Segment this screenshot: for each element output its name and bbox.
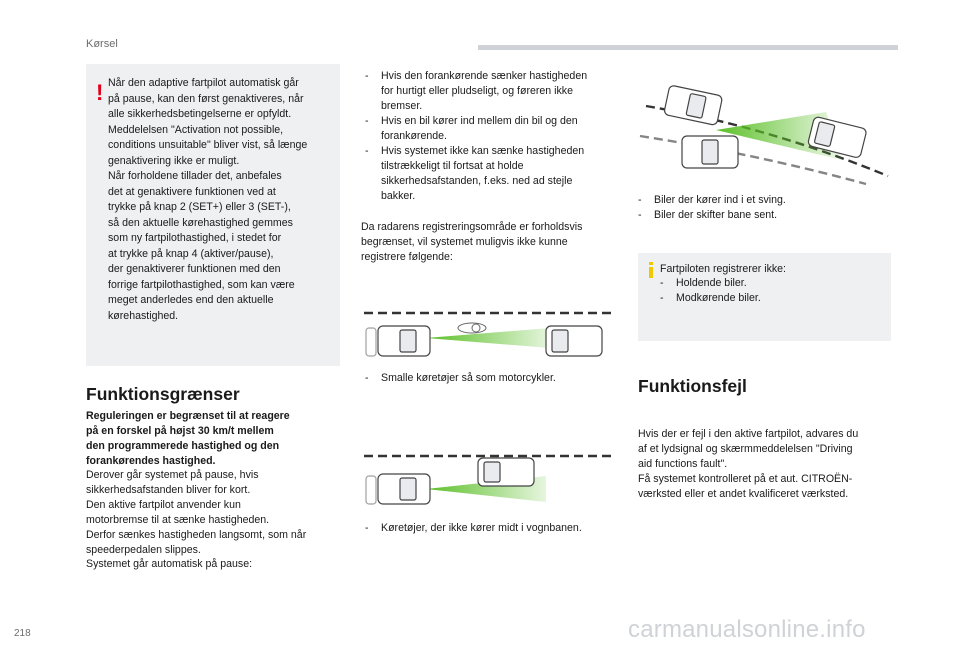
list-item: -Holdende biler. — [660, 277, 747, 289]
faults-heading: Funktionsfejl — [638, 376, 747, 396]
list-item: -Smalle køretøjer så som motorcykler. — [365, 372, 556, 384]
radar-text: Da radarens registreringsområde er forho… — [361, 221, 583, 263]
pause-cases-list: -Hvis den forankørende sænker hastighede… — [365, 69, 617, 204]
warning-note-box — [86, 64, 340, 366]
list-item: -Køretøjer, der ikke kører midt i vognba… — [365, 522, 582, 534]
list-item: -Hvis den forankørende sænker hastighede… — [365, 70, 588, 112]
list-item: -Biler der kører ind i et sving. — [638, 194, 786, 206]
limits-heading: Funktionsgrænser — [86, 384, 240, 404]
motorcycle-illustration — [364, 311, 612, 357]
limits-intro: Reguleringen er begrænset til at reagere… — [86, 410, 290, 467]
curve-lane-illustration — [639, 85, 889, 186]
list-item: -Hvis en bil kører ind mellem din bil og… — [365, 115, 578, 142]
offcenter-case: -Køretøjer, der ikke kører midt i vognba… — [365, 521, 617, 536]
curve-lane-cases: -Biler der kører ind i et sving. -Biler … — [638, 193, 890, 223]
limits-body: Derover går systemet på pause, hvis sikk… — [86, 469, 307, 571]
offcenter-illustration — [364, 454, 612, 505]
list-item: -Biler der skifter bane sent. — [638, 209, 778, 221]
motorcycle-icon — [457, 322, 487, 334]
page-number: 218 — [14, 628, 31, 639]
section-label: Kørsel — [86, 38, 118, 50]
warning-note-text: Når den adaptive fartpilot automatisk gå… — [108, 77, 308, 322]
warning-icon: ! — [96, 80, 104, 105]
list-item: -Hvis systemet ikke kan sænke hastighede… — [365, 145, 585, 202]
info-note-box — [638, 253, 891, 341]
info-note-list: -Holdende biler. -Modkørende biler. — [660, 276, 880, 306]
info-note-lead: Fartpiloten registrerer ikke: — [660, 263, 786, 275]
watermark: carmanualsonline.info — [628, 616, 866, 643]
list-item: -Modkørende biler. — [660, 292, 761, 304]
header-bar — [478, 45, 898, 50]
info-icon — [649, 262, 653, 278]
motorcycle-case: -Smalle køretøjer så som motorcykler. — [365, 371, 617, 386]
faults-body: Hvis der er fejl i den aktive fartpilot,… — [638, 428, 859, 500]
